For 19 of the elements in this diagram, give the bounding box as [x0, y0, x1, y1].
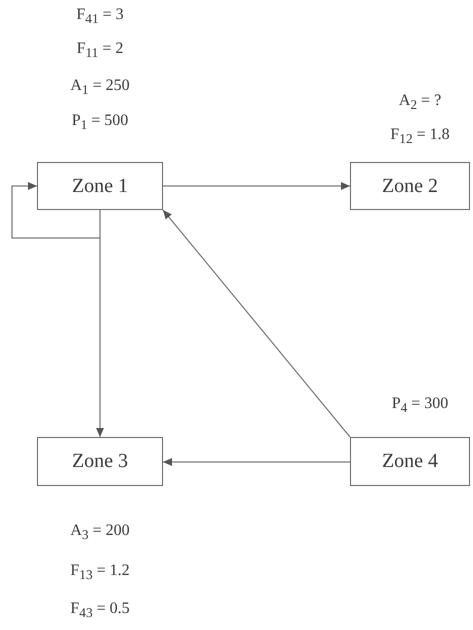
variable-label: P$_{1}$ = 500	[72, 112, 128, 134]
zone-box: Zone 1	[37, 162, 163, 210]
arrow	[162, 458, 350, 466]
zone-box: Zone 4	[350, 437, 470, 486]
arrow	[162, 182, 350, 190]
variable-label: F$_{11}$ = 2	[76, 40, 124, 62]
variable-label: F$_{12}$ = 1.8	[390, 126, 450, 148]
variable-label: F$_{41}$ = 3	[76, 6, 124, 28]
variable-label: A$_{1}$ = 250	[70, 77, 130, 100]
variable-label: A$_{2}$ = ?	[398, 92, 442, 114]
arrow	[12, 182, 100, 238]
variable-label: F$_{13}$ = 1.2	[70, 562, 130, 584]
arrow	[96, 210, 104, 438]
variable-label: P$_{4}$ = 300	[392, 395, 448, 418]
zone-box: Zone 3	[37, 437, 163, 486]
zone-box: Zone 2	[350, 162, 470, 210]
variable-label: F$_{43}$ = 0.5	[70, 600, 130, 622]
variable-label: A$_{3}$ = 200	[70, 522, 130, 544]
arrow	[162, 210, 350, 438]
